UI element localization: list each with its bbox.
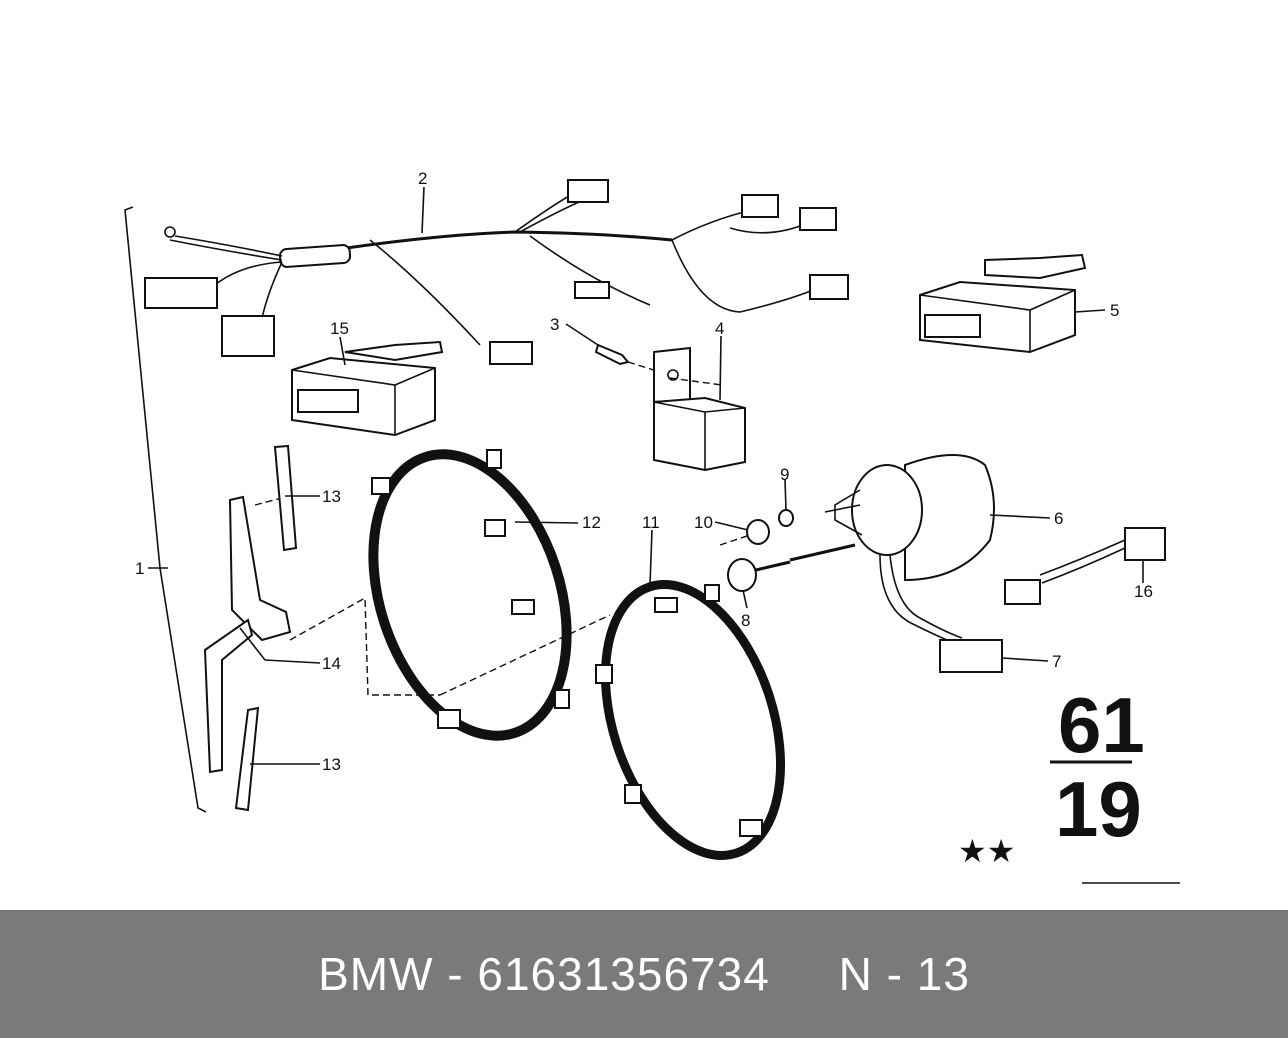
harness-connector-lower: [221, 315, 275, 357]
relay-4: [653, 346, 746, 472]
callout-15: 15: [330, 319, 349, 338]
adjuster-14: [228, 495, 292, 642]
adjuster-13-upper: [273, 444, 298, 552]
bushing-8: [727, 558, 757, 592]
stars-marker: ★★: [958, 832, 1015, 870]
connector-7: [939, 639, 1003, 673]
harness-connector-right-2: [799, 207, 837, 231]
group-number-top: 61: [1058, 681, 1145, 769]
callout-16: 16: [1134, 582, 1153, 601]
adjuster-13-lower: [234, 706, 260, 812]
harness-connector-right-1: [741, 194, 779, 218]
callout-9: 9: [780, 465, 789, 484]
leader-lines: [239, 186, 1144, 765]
motor-6: [789, 454, 995, 646]
control-unit-15: [291, 340, 444, 437]
small-parts: [719, 504, 861, 592]
harness-connector-top: [567, 179, 609, 203]
harness-connector-small: [574, 281, 610, 299]
harness-connector-mid: [489, 341, 533, 365]
group-number-bottom: 19: [1055, 765, 1142, 853]
callout-7: 7: [1052, 652, 1061, 671]
callout-13-upper: 13: [322, 487, 341, 506]
callout-13-lower: 13: [322, 755, 341, 774]
nut-10: [746, 519, 770, 545]
connector-16: [1004, 527, 1166, 605]
callout-3: 3: [550, 315, 559, 334]
callout-6: 6: [1054, 509, 1063, 528]
mounting-ring-12: [368, 449, 572, 741]
adjusters: [203, 444, 298, 812]
callout-8: 8: [741, 611, 750, 630]
part-number-caption: BMW - 61631356734 N - 13: [318, 948, 970, 1000]
footer-bar: BMW - 61631356734 N - 13: [0, 910, 1288, 1038]
harness-connector-left: [144, 277, 218, 309]
harness-connector-right-3: [809, 274, 849, 300]
callout-14: 14: [322, 654, 341, 673]
callout-2: 2: [418, 169, 427, 188]
callout-12: 12: [582, 513, 601, 532]
assembly-bracket: [124, 206, 207, 813]
mounting-ring-11: [595, 580, 786, 860]
callout-11: 11: [642, 513, 660, 532]
callout-10: 10: [694, 513, 713, 532]
wiring-harness: [144, 179, 849, 365]
callout-4: 4: [715, 319, 724, 338]
parts-diagram: 1 2 3 4 5 6 7 8 9 10 11 12 13 13 14 15 1…: [124, 169, 1180, 884]
alignment-lines: [254, 497, 611, 696]
callout-1: 1: [135, 559, 144, 578]
washer-9: [778, 509, 794, 527]
control-unit-5: [919, 253, 1087, 354]
screw-3: [594, 343, 661, 373]
callout-5: 5: [1110, 301, 1119, 320]
